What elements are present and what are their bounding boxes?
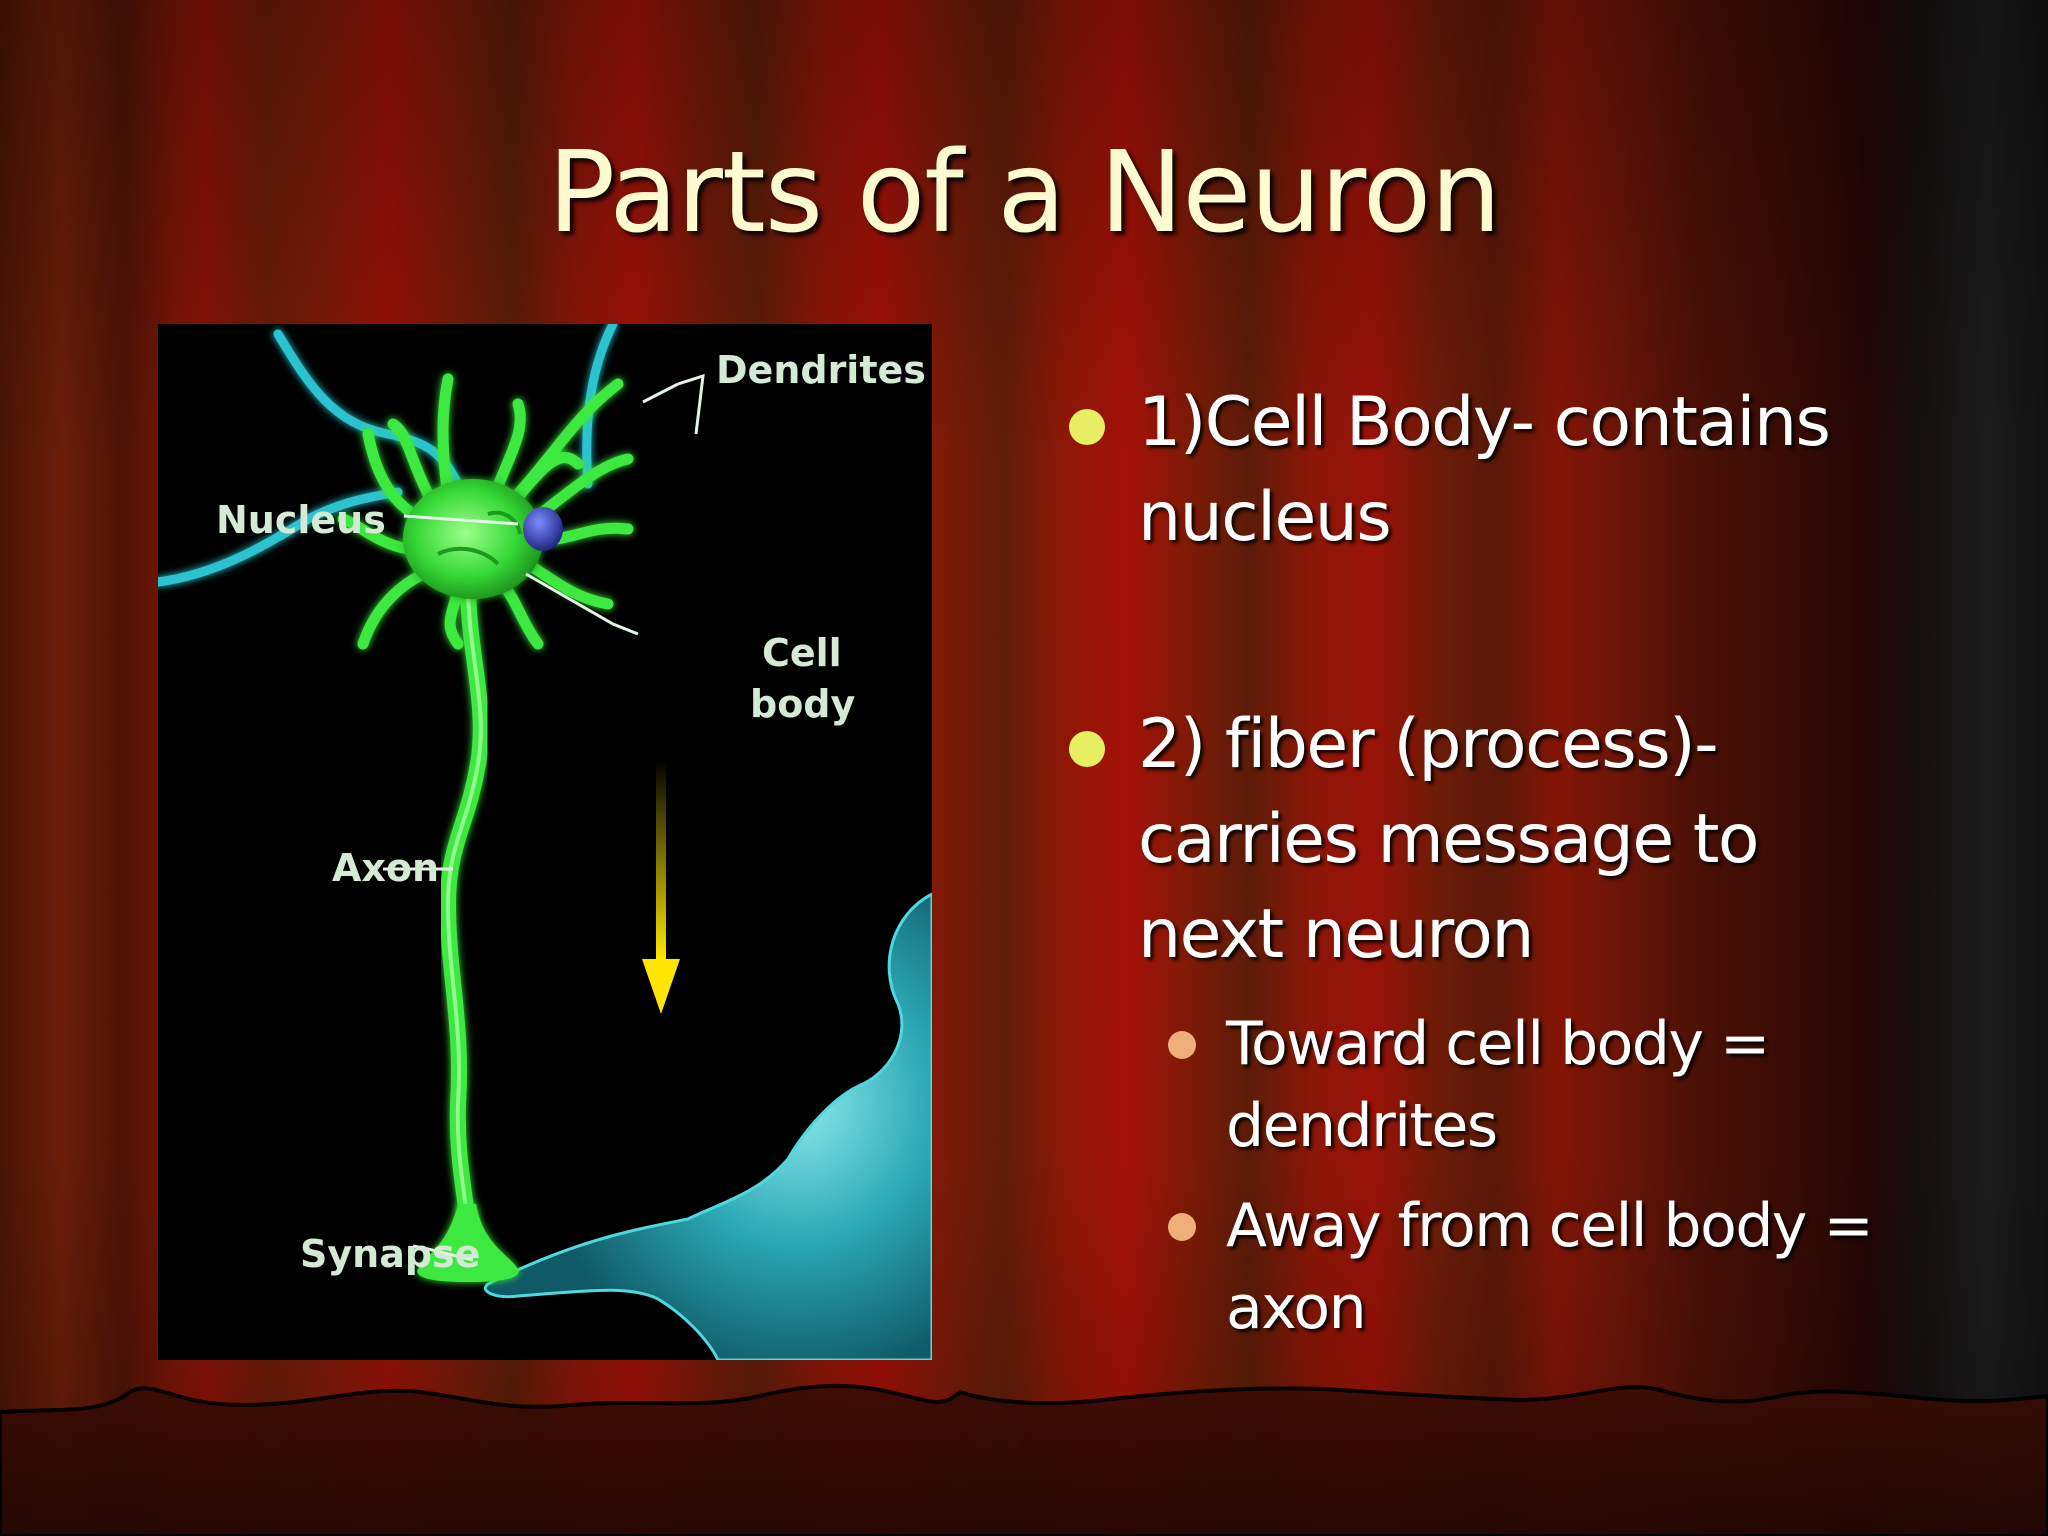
sub-bullet-1: Toward cell body = dendrites: [1226, 1003, 1770, 1167]
label-body: body: [750, 682, 856, 726]
neuron-diagram: Dendrites Nucleus Cell body Axon Synapse: [158, 324, 932, 1360]
cell-body: [403, 479, 543, 599]
bullet-dot-1: [1069, 409, 1105, 445]
sub-bullet-2-line-1: Away from cell body =: [1226, 1191, 1874, 1261]
bullet-1-line-1: 1)Cell Body- contains: [1138, 383, 1831, 462]
bullet-dot-2: [1069, 731, 1105, 767]
label-pointers: [383, 373, 705, 1262]
bullet-2-line-2: carries message to: [1138, 800, 1760, 879]
sub-bullet-1-line-1: Toward cell body =: [1226, 1009, 1770, 1079]
target-neuron: [484, 892, 932, 1360]
nucleus-sphere: [523, 507, 563, 551]
sub-bullet-dot-1: [1168, 1031, 1196, 1059]
drape-edge: [0, 1383, 2048, 1536]
sub-bullet-1-line-2: dendrites: [1226, 1091, 1498, 1161]
bullet-1: 1)Cell Body- contains nucleus: [1138, 375, 1831, 565]
bullet-2-line-3: next neuron: [1138, 895, 1534, 974]
label-axon: Axon: [332, 846, 440, 890]
sub-bullet-2-line-2: axon: [1226, 1273, 1367, 1343]
axon-terminal: [417, 1204, 519, 1282]
neuron-illustration: [158, 324, 932, 1360]
bullet-1-line-2: nucleus: [1138, 478, 1392, 557]
signal-direction-arrow: [642, 759, 680, 1014]
bullet-2-line-1: 2) fiber (process)-: [1138, 705, 1719, 784]
label-nucleus: Nucleus: [216, 498, 386, 542]
sub-bullet-dot-2: [1168, 1213, 1196, 1241]
sub-bullet-2: Away from cell body = axon: [1226, 1185, 1874, 1349]
bullet-2: 2) fiber (process)- carries message to n…: [1138, 697, 1760, 982]
label-cell: Cell: [762, 631, 842, 675]
label-dendrites: Dendrites: [716, 348, 926, 392]
label-synapse: Synapse: [300, 1232, 481, 1276]
slide-title: Parts of a Neuron: [547, 128, 1502, 258]
